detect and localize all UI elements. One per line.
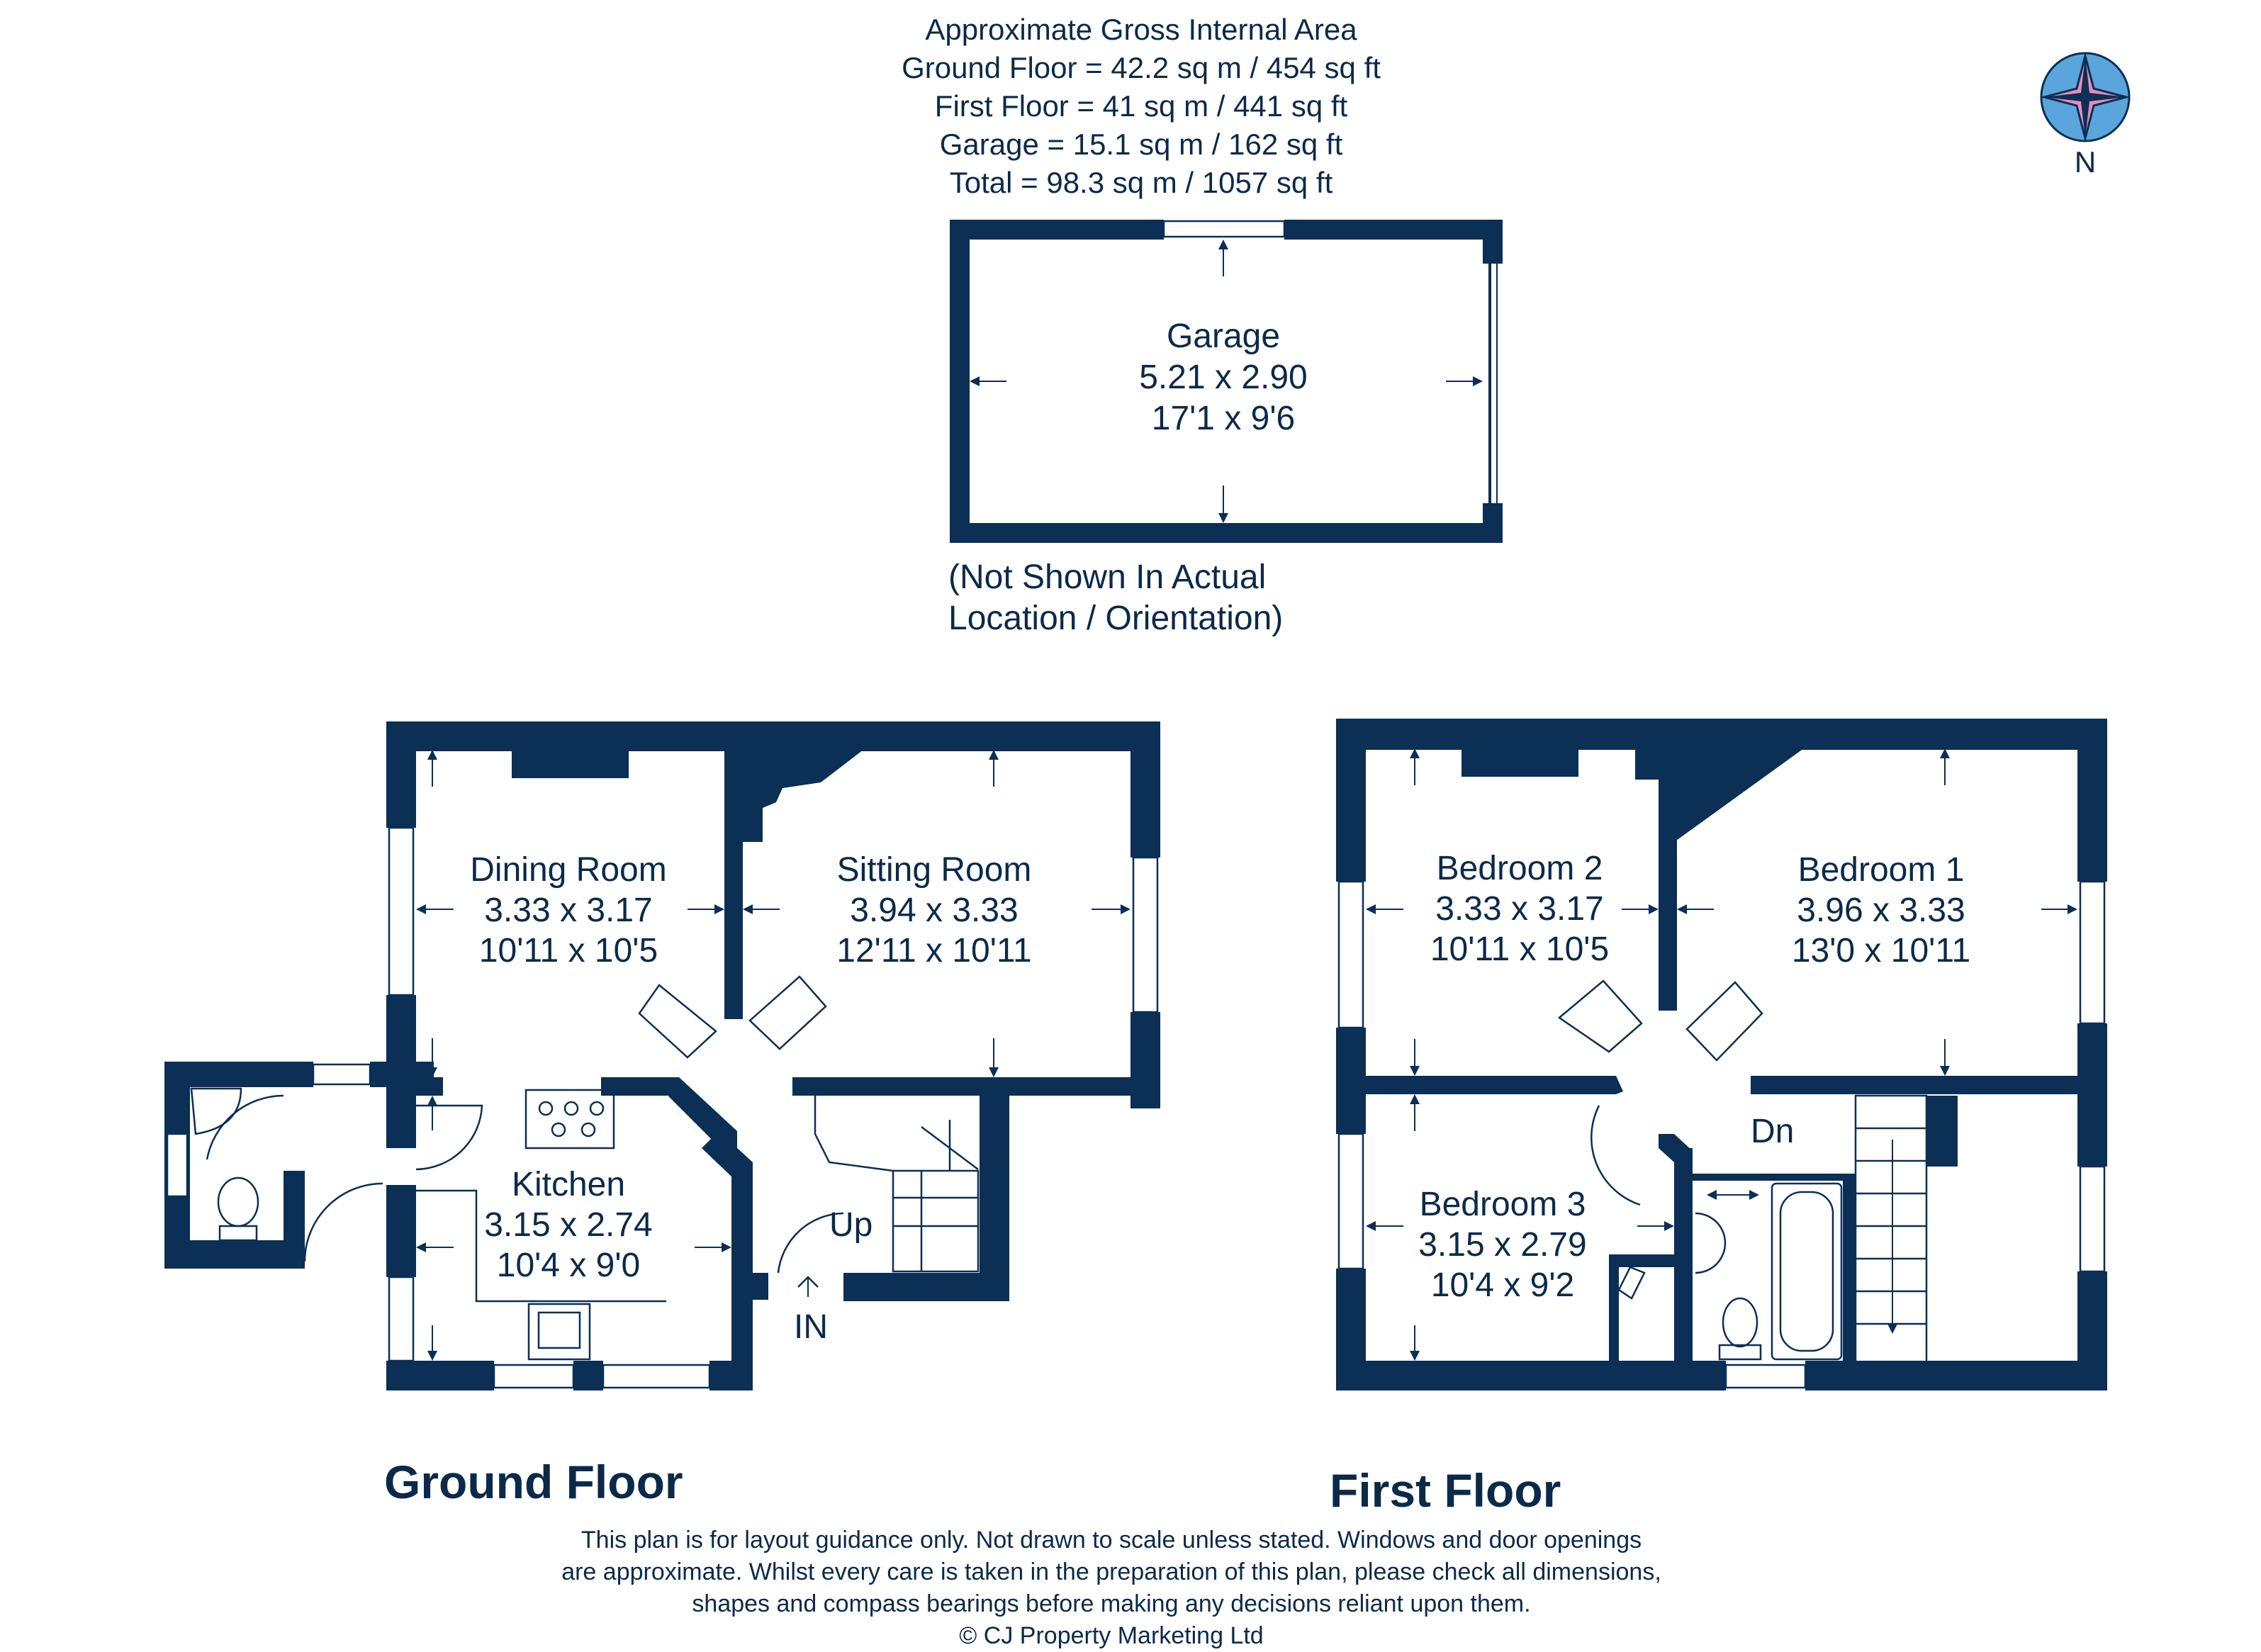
kitchen-name: Kitchen (512, 1166, 625, 1203)
disclaimer-line-3: shapes and compass bearings before makin… (692, 1590, 1530, 1617)
bedroom-2-metric: 3.33 x 3.17 (1435, 890, 1604, 928)
sitting-room-metric: 3.94 x 3.33 (850, 892, 1019, 929)
bedroom-3-name: Bedroom 3 (1420, 1186, 1586, 1223)
disclaimer-line-2: are approximate. Whilst every care is ta… (561, 1558, 1661, 1585)
bedroom-3-imperial: 10'4 x 9'2 (1431, 1266, 1574, 1304)
ground-stairs-label: Up (829, 1206, 873, 1244)
ground-floor-label: Ground Floor (384, 1456, 683, 1508)
garage-metric: 5.21 x 2.90 (1139, 359, 1308, 396)
garage-name: Garage (1167, 318, 1280, 355)
compass-north-label: N (2075, 145, 2096, 179)
sitting-room-name: Sitting Room (837, 851, 1032, 889)
sitting-room-imperial: 12'11 x 10'11 (836, 932, 1031, 970)
first-floor-plan (1336, 719, 2107, 1390)
area-summary-first: First Floor = 41 sq m / 441 sq ft (935, 89, 1348, 123)
first-stairs-label: Dn (1751, 1113, 1794, 1150)
kitchen-imperial: 10'4 x 9'0 (497, 1247, 640, 1284)
bedroom-1-imperial: 13'0 x 10'11 (1792, 932, 1970, 970)
bedroom-2-imperial: 10'11 x 10'5 (1430, 931, 1609, 968)
garage-note-line1: (Not Shown In Actual (948, 558, 1266, 596)
bedroom-1-name: Bedroom 1 (1798, 851, 1965, 889)
area-summary-garage: Garage = 15.1 sq m / 162 sq ft (940, 128, 1343, 161)
garage-plan (950, 220, 1503, 543)
first-floor-label: First Floor (1330, 1464, 1561, 1517)
area-summary-ground: Ground Floor = 42.2 sq m / 454 sq ft (902, 51, 1381, 84)
entrance-label: IN (794, 1308, 828, 1346)
dining-room-imperial: 10'11 x 10'5 (479, 932, 658, 970)
dining-room-metric: 3.33 x 3.17 (484, 892, 653, 929)
dining-room-name: Dining Room (470, 851, 666, 889)
copyright: © CJ Property Marketing Ltd (959, 1622, 1263, 1649)
bedroom-3-metric: 3.15 x 2.79 (1418, 1226, 1587, 1264)
kitchen-metric: 3.15 x 2.74 (484, 1206, 653, 1244)
garage-imperial: 17'1 x 9'6 (1152, 400, 1295, 437)
area-summary-total: Total = 98.3 sq m / 1057 sq ft (950, 166, 1333, 199)
bedroom-1-metric: 3.96 x 3.33 (1797, 892, 1965, 929)
ground-floor-plan (164, 721, 1160, 1390)
compass-rose-icon (2040, 52, 2131, 142)
area-summary: Approximate Gross Internal Area Ground F… (902, 13, 1381, 199)
disclaimer-line-1: This plan is for layout guidance only. N… (581, 1527, 1642, 1553)
garage-note-line2: Location / Orientation) (948, 600, 1283, 637)
area-summary-title: Approximate Gross Internal Area (925, 13, 1357, 46)
bedroom-2-name: Bedroom 2 (1437, 850, 1603, 887)
